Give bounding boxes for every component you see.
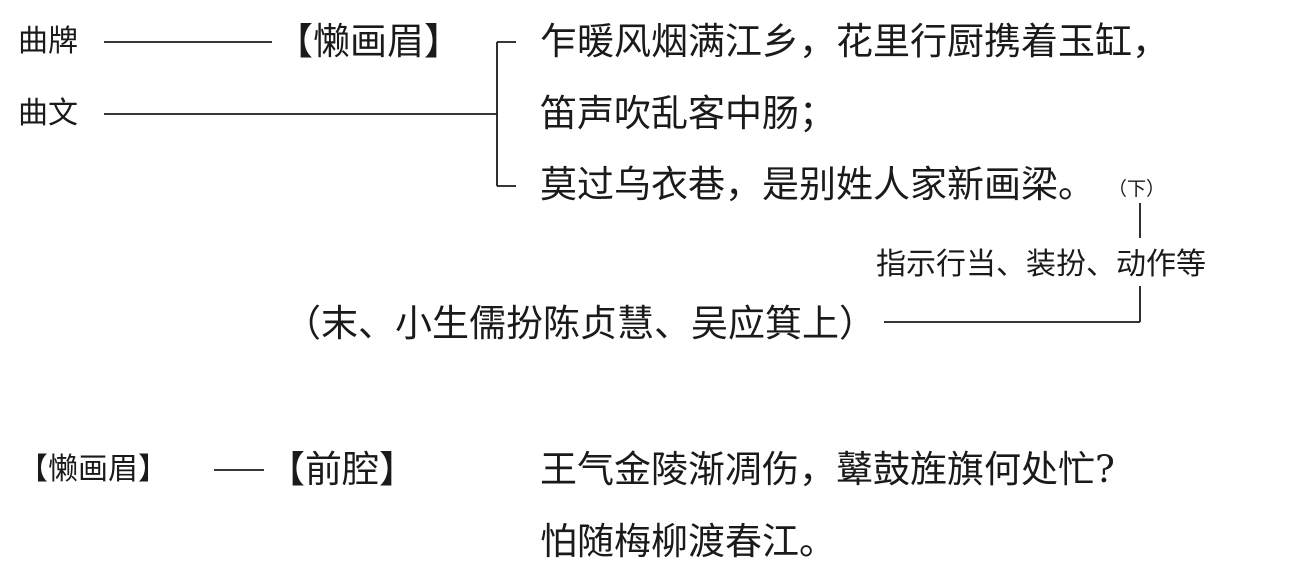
second-line-1: 王气金陵渐凋伤，鼙鼓旌旗何处忙? [540, 448, 1115, 491]
second-right-label: 【前腔】 [268, 448, 416, 491]
lyric-line-3: 莫过乌衣巷，是别姓人家新画梁。 [540, 163, 1095, 206]
annotation-text: 指示行当、装扮、动作等 [876, 247, 1206, 282]
lyric-line-1: 乍暖风烟满江乡，花里行厨携着玉缸， [540, 20, 1169, 63]
second-line-2: 怕随梅柳渡春江。 [540, 520, 836, 563]
qupai-value: 【懒画眉】 [276, 20, 461, 63]
xia-mark: （下） [1108, 178, 1166, 200]
lyric-line-2: 笛声吹乱客中肠； [540, 92, 836, 135]
quwen-label: 曲文 [18, 96, 78, 131]
stage-direction: （末、小生儒扮陈贞慧、吴应箕上） [284, 302, 876, 345]
second-left-label: 【懒画眉】 [18, 452, 168, 487]
qupai-label: 曲牌 [18, 24, 78, 59]
